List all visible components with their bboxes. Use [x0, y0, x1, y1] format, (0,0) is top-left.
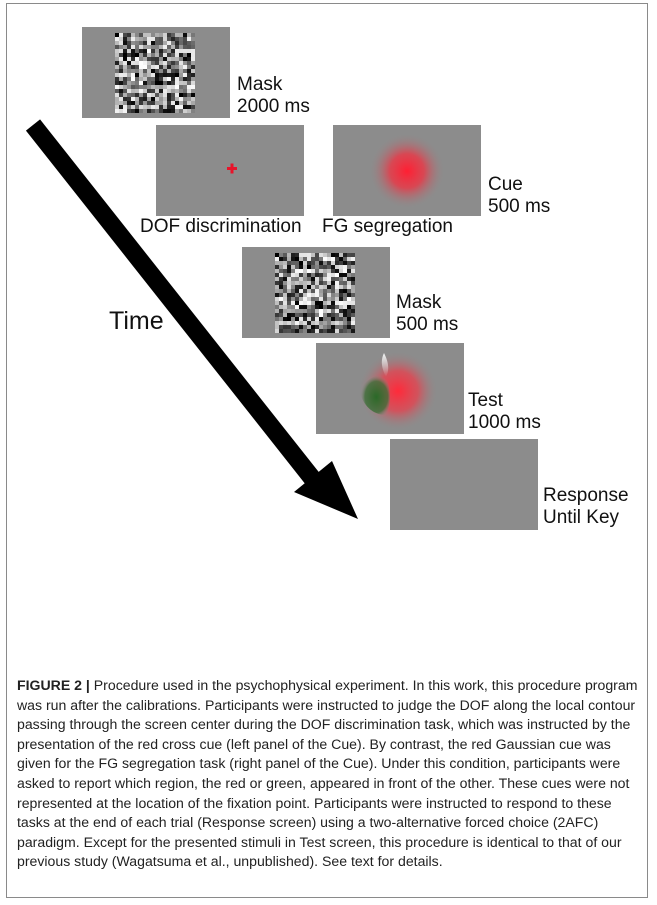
- fg-segregation-label: FG segregation: [322, 216, 453, 237]
- time-label: Time: [109, 307, 164, 335]
- cue-fg-panel: [333, 125, 481, 216]
- mask-2-label: Mask 500 ms: [396, 292, 459, 335]
- figure-caption: FIGURE 2 | Procedure used in the psychop…: [17, 676, 642, 872]
- test-label: Test 1000 ms: [468, 390, 541, 433]
- blank-gray-screen: [390, 439, 538, 530]
- response-panel: [390, 439, 538, 530]
- cue-label: Cue 500 ms: [488, 174, 551, 217]
- mask-panel-1: [82, 27, 230, 118]
- mask-noise-image: [242, 247, 390, 338]
- cue-dof-panel: [156, 125, 304, 216]
- mask-1-label: Mask 2000 ms: [237, 74, 310, 117]
- test-panel: [316, 343, 464, 434]
- dof-discrimination-label: DOF discrimination: [140, 216, 302, 237]
- figure-number: FIGURE 2 |: [17, 677, 90, 693]
- red-gaussian-cue: [333, 125, 481, 216]
- red-cross-cue: [156, 125, 304, 216]
- response-label: Response Until Key: [543, 485, 629, 528]
- test-stimulus: [316, 343, 464, 434]
- mask-noise-image: [82, 27, 230, 118]
- mask-panel-2: [242, 247, 390, 338]
- caption-text: Procedure used in the psychophysical exp…: [17, 677, 638, 870]
